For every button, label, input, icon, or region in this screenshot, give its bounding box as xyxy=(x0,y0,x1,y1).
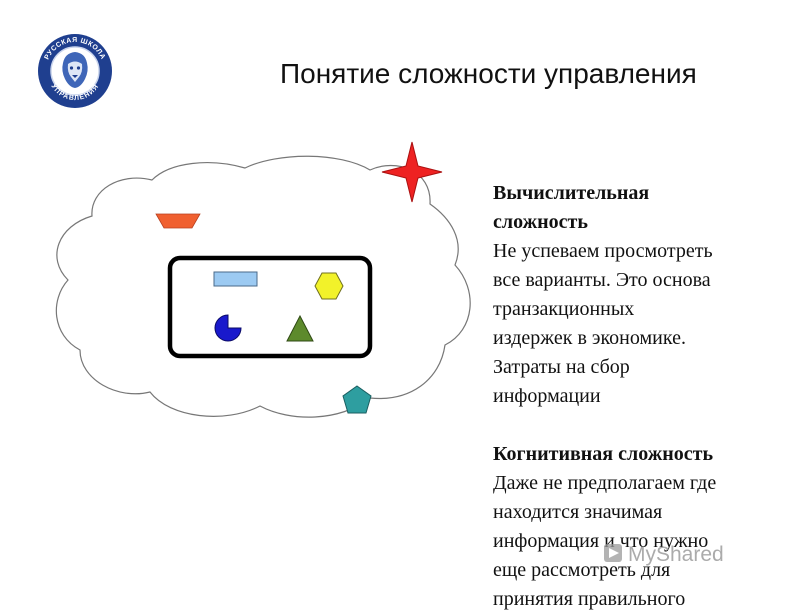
page-title: Понятие сложности управления xyxy=(280,58,697,89)
cognitive-line: находится значимая xyxy=(493,501,663,523)
green-triangle-shape xyxy=(286,314,314,342)
blue-rectangle-shape xyxy=(213,271,258,287)
slide: РУССКАЯ ШКОЛА УПРАВЛЕНИЯ Понятие сложнос… xyxy=(38,34,793,610)
cognitive-line: еще рассмотреть для xyxy=(493,559,671,581)
cognitive-line: информация и что нужно xyxy=(493,530,709,552)
computational-line: Не успеваем просмотреть xyxy=(493,240,713,262)
school-logo: РУССКАЯ ШКОЛА УПРАВЛЕНИЯ xyxy=(38,34,112,108)
computational-line: издержек в экономике. xyxy=(493,327,686,349)
svg-text:MyShared: MyShared xyxy=(628,543,724,566)
blue-pie-shape xyxy=(214,314,242,342)
computational-line: Затраты на сбор xyxy=(493,356,630,378)
cognitive-line: Даже не предполагаем где xyxy=(493,472,717,494)
myshared-watermark: MyShared xyxy=(604,543,724,566)
complexity-diagram xyxy=(55,141,471,418)
computational-line: транзакционных xyxy=(493,298,635,320)
computational-line: все варианты. Это основа xyxy=(493,269,711,291)
computational-line: информации xyxy=(493,385,601,407)
red-star-shape xyxy=(381,141,443,203)
inner-frame xyxy=(167,255,373,359)
cognitive-heading: Когнитивная сложность xyxy=(493,443,714,465)
yellow-hexagon-shape xyxy=(314,272,344,300)
teal-pentagon-shape xyxy=(342,385,372,414)
computational-heading-line1: Вычислительная xyxy=(493,182,650,204)
orange-trapezoid-shape xyxy=(155,213,201,229)
computational-complexity-block: Вычислительная сложность Не успеваем про… xyxy=(493,179,793,411)
computational-heading-line2: сложность xyxy=(493,211,588,233)
cognitive-complexity-block: Когнитивная сложность Даже не предполага… xyxy=(493,440,793,614)
